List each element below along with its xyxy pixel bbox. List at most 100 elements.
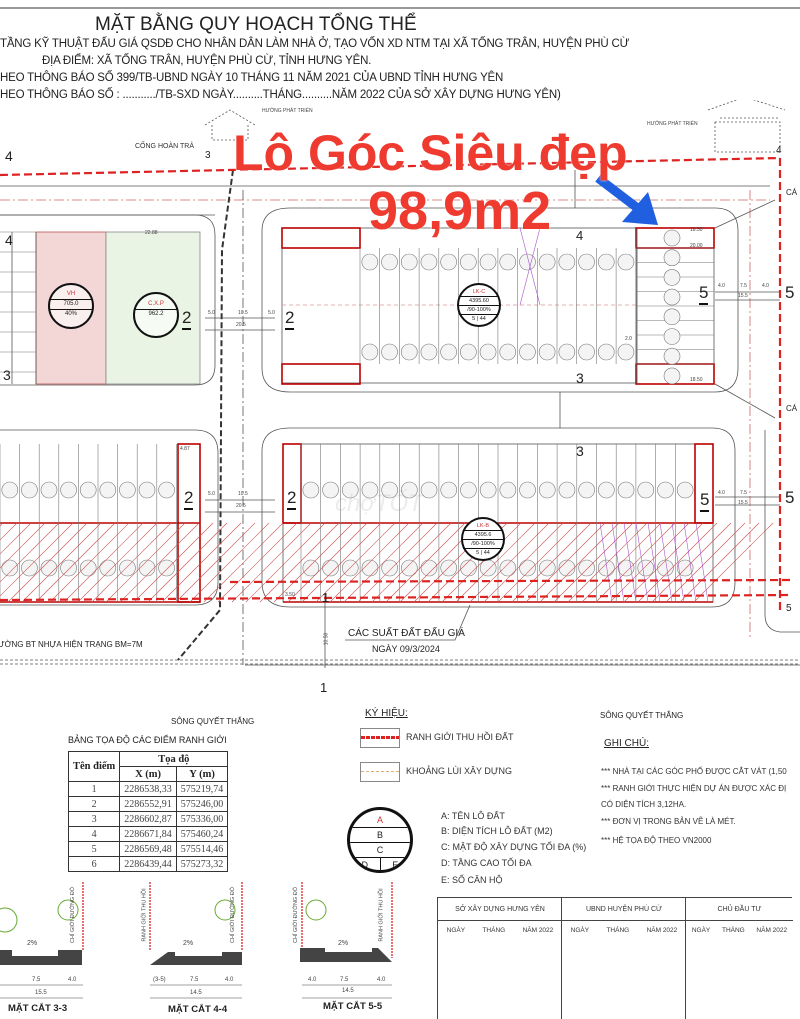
- header-line-1: TẦNG KỸ THUẬT ĐẤU GIÁ QSDĐ CHO NHÂN DÂN …: [0, 38, 630, 50]
- watermark: chợTỐT: [335, 490, 423, 517]
- lot-hatch: [7, 522, 88, 603]
- dim: 20.00: [690, 243, 703, 249]
- lot-label-circle: [40, 559, 58, 577]
- lot-label-circle: [361, 481, 379, 499]
- section-dim: 4.0: [308, 977, 317, 983]
- dim: 4.0: [718, 283, 725, 289]
- legend-boundary-swatch: [360, 728, 400, 748]
- lot-label-circle: [663, 347, 681, 365]
- page-title: MẶT BẰNG QUY HOẠCH TỔNG THỂ: [95, 14, 417, 35]
- lot-hatch: [329, 522, 410, 603]
- block-label-lkc: LK-C 4395.60 /90-100% 5 | 44: [457, 283, 501, 327]
- lot-label-circle: [617, 343, 635, 361]
- date-year: NĂM 2022: [756, 927, 788, 934]
- lot-label-circle: [138, 481, 156, 499]
- dim: 4.87: [180, 446, 190, 452]
- dim: 15.5: [738, 500, 748, 506]
- header-line-3: HEO THÔNG BÁO SỐ 399/TB-UBND NGÀY 10 THÁ…: [0, 72, 504, 84]
- section-label: RANH GIỚI THU HỒI: [378, 888, 385, 942]
- lot-label-circle: [578, 343, 595, 361]
- section-marker: 5: [785, 283, 795, 302]
- dim: 15.5: [738, 293, 748, 299]
- lot-label-circle: [558, 559, 576, 577]
- dim: 7.5: [740, 490, 747, 496]
- signature-org: UBND HUYỆN PHÙ CỪ: [562, 898, 686, 921]
- lot-label-circle: [598, 559, 615, 577]
- lot-label-circle: [637, 481, 655, 499]
- lot-hatch: [623, 522, 704, 603]
- dim: 10.5: [238, 310, 248, 316]
- block-area: 4395.60: [459, 296, 499, 305]
- lot-hatch: [0, 522, 74, 597]
- lot-label-circle: [119, 481, 136, 499]
- lot-hatch: [49, 522, 130, 603]
- blue-arrow-icon: [595, 174, 658, 225]
- legend-boundary: RANH GIỚI THU HỒI ĐẤT: [406, 732, 514, 742]
- lot-label-circle: [597, 253, 615, 271]
- block-floors-units: 5 | 44: [463, 548, 503, 557]
- lot-hatch: [343, 522, 424, 603]
- lot-hatch: [371, 522, 452, 603]
- signature-org: SỞ XÂY DỰNG HƯNG YÊN: [438, 898, 562, 921]
- lot-label-circle: [519, 559, 536, 577]
- note-1: *** NHÀ TẠI CÁC GÓC PHỐ ĐƯỢC CẮT VÁT (1,…: [601, 767, 787, 776]
- lot-label-circle: [158, 559, 175, 577]
- lot-hatch: [469, 522, 550, 603]
- lot-label-circle: [440, 343, 457, 361]
- section-dim: 4.0: [377, 977, 386, 983]
- lot-label-circle: [119, 559, 136, 577]
- lot-hatch: [385, 522, 466, 603]
- lot-label-circle: [440, 481, 458, 499]
- lot-hatch: [245, 522, 326, 603]
- coord-cell-y: 575246,00: [175, 796, 229, 812]
- block-label-cxp: C.X.P 962.2: [133, 292, 179, 338]
- lot-label-circle: [420, 253, 438, 271]
- lot-label-circle: [538, 253, 556, 271]
- lot-hatch: [609, 522, 690, 603]
- legend-title: KÝ HIỆU:: [365, 708, 408, 719]
- tree-icon: [57, 899, 79, 921]
- direction-house-icon: [204, 109, 256, 141]
- lot-label-circle: [617, 481, 635, 499]
- lot-label-circle: [322, 481, 339, 499]
- lot-label-circle: [538, 343, 556, 361]
- lot-cross: [695, 522, 709, 603]
- lot-label-circle: [21, 559, 38, 577]
- lot-hatch: [301, 522, 382, 603]
- lot-label-circle: [676, 559, 694, 577]
- lot-label-circle: [21, 481, 38, 499]
- section-marker: 2: [184, 488, 194, 510]
- lot-hatch: [21, 522, 102, 603]
- road-section-3-3: [0, 950, 82, 965]
- lot-label-circle: [381, 559, 398, 577]
- lot-hatch: [497, 522, 578, 603]
- slope-label: 2%: [183, 940, 194, 947]
- coord-cell-x: 2286439,44: [119, 856, 177, 872]
- lot-label-circle: [538, 481, 556, 499]
- dim: 18.50: [690, 377, 703, 383]
- lot-label-circle: [663, 269, 681, 286]
- lot-label-circle: [361, 343, 379, 361]
- lot-label-circle: [79, 559, 97, 577]
- lot-label-circle: [420, 481, 438, 499]
- lot-label-circle: [663, 288, 681, 306]
- lot-label-circle: [400, 343, 418, 361]
- legend-b: B: DIỆN TÍCH LÔ ĐẤT (M2): [441, 826, 553, 836]
- date-month: THÁNG: [482, 927, 506, 934]
- section-marker: 5: [699, 283, 709, 305]
- direction-label-right: HƯỚNG PHÁT TRIỂN: [647, 121, 698, 127]
- section-marker: 4: [576, 228, 584, 243]
- lot-hatch: [553, 522, 634, 603]
- lot-hatch: [637, 522, 718, 603]
- block-units: 44: [483, 550, 490, 556]
- lot-label-circle: [597, 343, 615, 361]
- lot-label-circle: [381, 481, 398, 499]
- block-area: 4395.6: [463, 530, 503, 539]
- lot-label-circle: [499, 559, 517, 577]
- lot-hatch: [119, 522, 200, 603]
- slope-label: 2%: [338, 940, 349, 947]
